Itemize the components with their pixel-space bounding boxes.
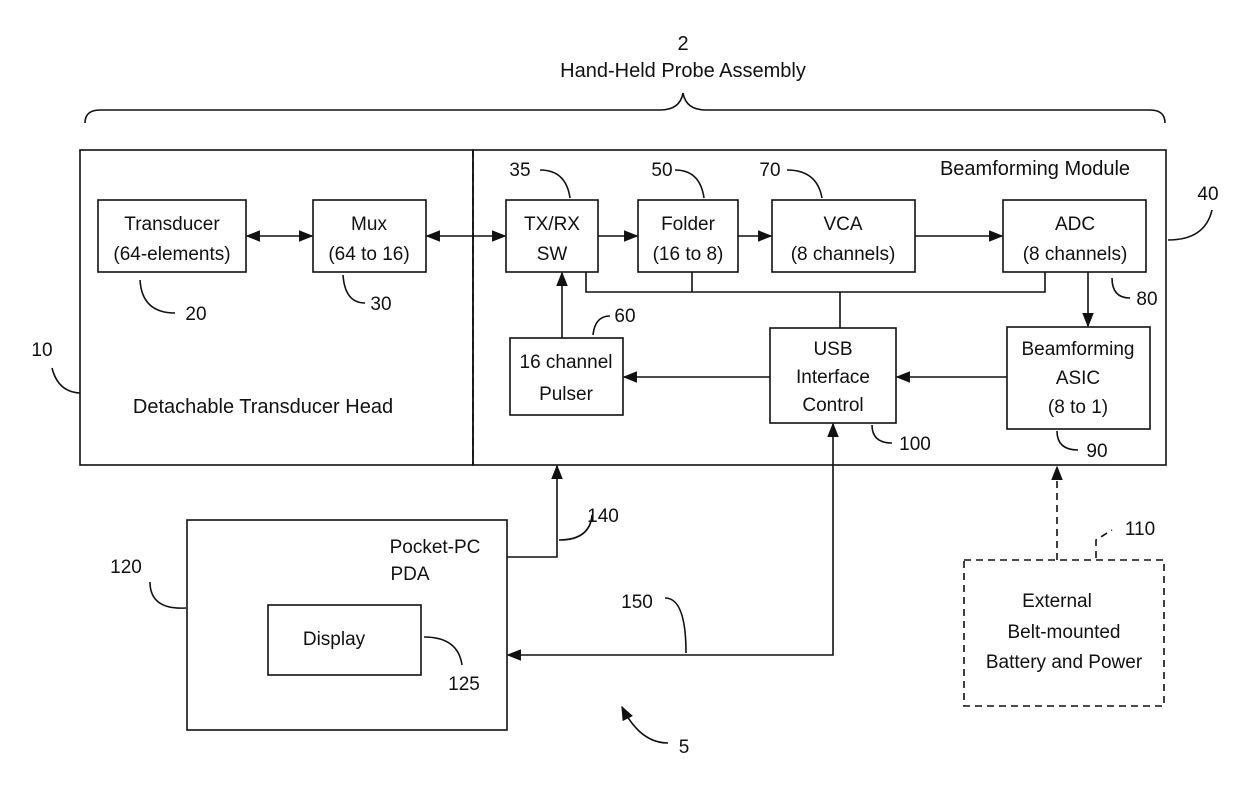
- pulser-label-line1: 16 channel: [520, 352, 613, 373]
- beamforming-module-label: Beamforming Module: [940, 158, 1130, 180]
- asic-label-line2: ASIC: [1056, 368, 1100, 389]
- pulser-label-line2: Pulser: [539, 384, 594, 405]
- leader-35: [540, 170, 570, 198]
- leader-125: [424, 637, 462, 665]
- ref-40: 40: [1197, 184, 1218, 205]
- detachable-head-label: Detachable Transducer Head: [133, 396, 393, 418]
- leader-90: [1057, 431, 1078, 450]
- ref-60: 60: [614, 306, 635, 327]
- leader-70: [787, 170, 822, 198]
- assembly-brace: [85, 93, 1165, 123]
- transducer-label-line2: (64-elements): [113, 244, 230, 265]
- ref-150: 150: [621, 592, 653, 613]
- vca-label-line1: VCA: [823, 214, 862, 235]
- usb-label-line3: Control: [802, 395, 863, 416]
- ref-125: 125: [448, 674, 480, 695]
- ref-5: 5: [679, 737, 690, 758]
- leader-20: [140, 280, 175, 313]
- vca-label-line2: (8 channels): [791, 244, 896, 265]
- leader-80: [1112, 278, 1130, 298]
- ref-20: 20: [185, 304, 206, 325]
- ref-110: 110: [1125, 519, 1155, 540]
- battery-label-line3: Battery and Power: [986, 652, 1143, 673]
- ref-100: 100: [899, 434, 931, 455]
- display-label: Display: [303, 629, 366, 650]
- leader-50: [675, 170, 704, 198]
- leader-110: [1096, 530, 1112, 558]
- mux-label-line1: Mux: [351, 214, 387, 235]
- folder-label-line2: (16 to 8): [653, 244, 724, 265]
- battery-label-line1: External: [1022, 591, 1092, 612]
- transducer-label-line1: Transducer: [124, 214, 220, 235]
- txrx-label-line2: SW: [537, 244, 568, 265]
- leader-5: [622, 707, 668, 743]
- ref-50: 50: [651, 160, 672, 181]
- mux-label-line2: (64 to 16): [328, 244, 409, 265]
- ref-120: 120: [110, 557, 142, 578]
- pda-module-link: [507, 466, 557, 557]
- leader-100: [872, 425, 892, 443]
- control-bus-line: [586, 272, 1045, 328]
- usb-label-line1: USB: [813, 339, 852, 360]
- pda-label-line2: PDA: [390, 564, 429, 585]
- ref-140: 140: [587, 506, 619, 527]
- adc-label-line1: ADC: [1055, 214, 1095, 235]
- ref-10: 10: [31, 340, 52, 361]
- folder-label-line1: Folder: [661, 214, 716, 235]
- asic-label-line3: (8 to 1): [1048, 397, 1108, 418]
- ref-80: 80: [1136, 289, 1157, 310]
- leader-120: [150, 582, 186, 608]
- ref-30: 30: [370, 294, 391, 315]
- usb-label-line2: Interface: [796, 367, 870, 388]
- assembly-ref-number: 2: [677, 33, 688, 55]
- leader-40: [1168, 210, 1212, 240]
- ref-90: 90: [1086, 441, 1107, 462]
- txrx-label-line1: TX/RX: [524, 214, 580, 235]
- leader-150: [665, 598, 686, 653]
- asic-label-line1: Beamforming: [1022, 339, 1135, 360]
- pda-label-line1: Pocket-PC: [390, 537, 481, 558]
- assembly-title: Hand-Held Probe Assembly: [560, 60, 806, 82]
- leader-30: [343, 275, 365, 303]
- adc-label-line2: (8 channels): [1023, 244, 1128, 265]
- leader-60: [593, 316, 610, 335]
- leader-10: [52, 368, 80, 393]
- ref-70: 70: [759, 160, 780, 181]
- ref-35: 35: [509, 160, 530, 181]
- battery-label-line2: Belt-mounted: [1007, 622, 1120, 643]
